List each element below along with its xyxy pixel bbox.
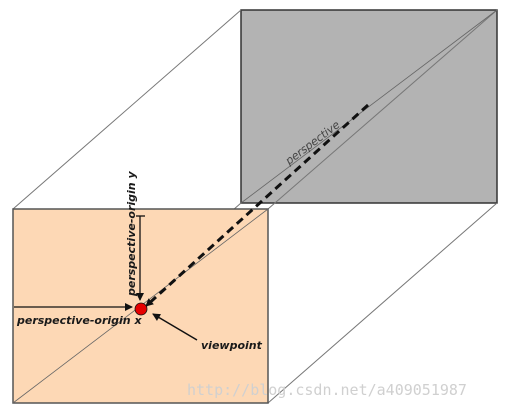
viewpoint-label: viewpoint: [201, 339, 263, 352]
watermark-text: http://blog.csdn.net/a409051987: [187, 381, 467, 399]
edge-top-right: [267, 9, 498, 210]
origin-x-label: perspective-origin x: [16, 314, 142, 327]
origin-y-label: perspective-origin y: [125, 171, 138, 297]
viewpoint-dot: [134, 302, 148, 316]
back-face-diagonal: [240, 9, 498, 204]
edge-bottom-right: [267, 202, 498, 404]
perspective-arrow: [144, 103, 370, 308]
edge-top-left: [12, 9, 242, 210]
viewpoint-pointer-arrow: [152, 313, 198, 341]
